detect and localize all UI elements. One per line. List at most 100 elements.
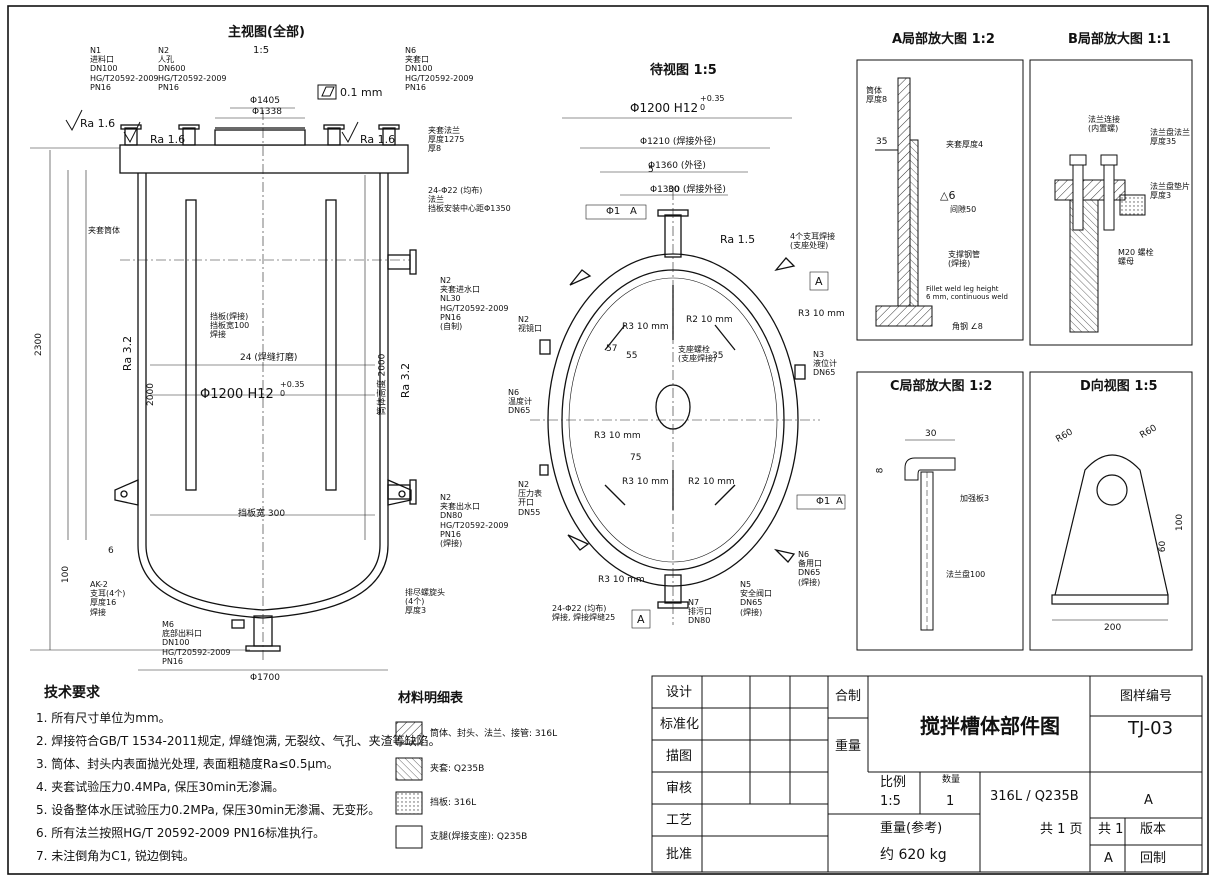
baffle-width-label: 挡板宽 300 (238, 509, 286, 519)
materials-swatches (395, 721, 423, 849)
material-item: 筒体、封头、法兰、接管: 316L (430, 729, 558, 739)
tech-item: 1. 所有尺寸单位为mm。 (36, 711, 171, 725)
material-item: 支腿(焊接支座): Q235B (430, 832, 528, 842)
detail-c-label-2: 法兰盘100 (946, 570, 986, 579)
detail-c-dim-30: 30 (925, 429, 937, 439)
detail-c-dim-8: 8 (875, 467, 886, 474)
lug-label: AK-2 支耳(4个) 厚度16 焊接 (90, 580, 126, 617)
side-n75: 75 (630, 453, 642, 463)
height-2000: 2000 (145, 383, 156, 406)
top-dia-1: Φ1405 (250, 96, 280, 106)
tech-item: 6. 所有法兰按照HG/T 20592-2009 PN16标准执行。 (36, 826, 326, 840)
side-n6-label: N6 温度计 DN65 (508, 388, 532, 416)
radius-3: R3 10 mm (798, 309, 845, 319)
detail-b-frame (1029, 59, 1193, 346)
drain-label: 排尽螺旋头 (4个) 厚度3 (405, 588, 445, 616)
dim-6: 6 (108, 546, 114, 556)
side-n6b-label: N6 备用口 DN65 (焊接) (798, 550, 822, 587)
bolt-hole-label: 24-Φ22 (均布) 法兰 挡板安装中心距Φ1350 (428, 186, 511, 214)
tb-rev: A (1144, 793, 1153, 808)
tb-weight-ref-label: 重量(参考) (880, 821, 943, 836)
main-diameter-tol: +0.35 0 (280, 380, 305, 399)
side-n57: 57 (606, 344, 618, 354)
side-view-title: 待视图 1:5 (650, 63, 717, 78)
weld-width-label: 24 (焊缝打磨) (240, 353, 298, 363)
view-d-dim-60: 60 (1158, 540, 1169, 553)
side-dia-1: Φ1210 (焊接外径) (640, 137, 716, 147)
tb-weight-label: 重量 (835, 739, 862, 754)
roughness-left: Ra 1.6 (80, 117, 116, 130)
tb-design: 设计 (666, 685, 693, 700)
detail-b-title: B局部放大图 1:1 (1068, 32, 1171, 47)
tech-item: 2. 焊接符合GB/T 1534-2011规定, 焊缝饱满, 无裂纹、气孔、夹渣… (36, 734, 441, 748)
material-item: 挡板: 316L (430, 798, 477, 808)
side-view (539, 209, 806, 609)
detail-a-frame (856, 59, 1024, 341)
side-n35: 35 (712, 351, 724, 361)
side-center-label: 支座螺栓 (支座焊接) (678, 345, 717, 364)
tb-sheets: 共 1 页 (1040, 822, 1083, 837)
height-2300: 2300 (33, 333, 44, 356)
side-diameter-tol: +0.35 0 (700, 94, 725, 113)
main-dimensions (30, 107, 388, 671)
side-dia-2: Φ1360 (外径) (648, 161, 706, 171)
tb-scale-value: 1:5 (880, 794, 901, 809)
detail-b-drawing (1054, 154, 1146, 333)
top-dia-2: Φ1338 (252, 107, 282, 117)
roughness-vertical-left: Ra 3.2 (121, 335, 135, 372)
tb-version-label: 版本 (1140, 822, 1167, 837)
tb-sheet-no: 共 1 (1098, 822, 1124, 837)
title-block-grid (651, 675, 1203, 873)
detail-a-weld: △6 (940, 189, 956, 202)
main-view-scale: 1:5 (253, 45, 270, 56)
side-gtol-1: Φ1 (606, 206, 621, 217)
tb-combined: 合制 (835, 689, 862, 704)
main-view (114, 124, 417, 652)
outlet-m6-label: M6 底部出料口 DN100 HG/T20592-2009 PN16 (162, 620, 231, 666)
side-mark-a: A (815, 275, 823, 288)
side-n55: 55 (626, 351, 638, 361)
radius-5: R2 10 mm (688, 477, 735, 487)
view-d-title: D向视图 1:5 (1080, 379, 1158, 394)
tech-item: 7. 未注倒角为C1, 锐边倒钝。 (36, 849, 195, 863)
detail-c-title: C局部放大图 1:2 (890, 379, 993, 394)
baffle-label: 挡板(焊接) 挡板宽100 焊接 (210, 312, 250, 340)
tb-approve: 批准 (666, 847, 693, 862)
main-view-title: 主视图(全部) (228, 25, 305, 40)
side-n4-label: N2 压力表 开口 DN55 (518, 480, 542, 517)
tb-drawing-name: 搅拌槽体部件图 (920, 714, 1060, 738)
nozzle-n2-label: N2 人孔 DN600 HG/T20592-2009 PN16 (158, 46, 227, 92)
tb-weight-value: 约 620 kg (880, 847, 947, 863)
sheet-border (7, 5, 1209, 875)
detail-b-label-4: M20 螺栓 螺母 (1118, 248, 1154, 267)
view-d-drawing (1051, 454, 1169, 621)
materials-title: 材料明细表 (398, 691, 464, 706)
tb-rev2: A (1104, 851, 1113, 866)
tech-item: 5. 设备整体水压试验压力0.2MPa, 保压30min无渗漏、无变形。 (36, 803, 381, 817)
radius-4: R3 10 mm (594, 431, 641, 441)
detail-a-jacket: 夹套厚度4 (946, 140, 984, 149)
side-lugs-label: 4个支耳焊接 (支座处理) (790, 232, 836, 251)
roughness-center: Ra 1.6 (150, 133, 186, 146)
tb-drawing: 描图 (666, 749, 693, 764)
side-n7-label: N7 排污口 DN80 (688, 598, 712, 626)
side-n2-label: N2 视镜口 (518, 315, 542, 334)
dim-100: 100 (61, 565, 72, 584)
tb-qty-value: 1 (946, 794, 955, 809)
side-centerlines (530, 190, 820, 625)
side-datum-1: A (630, 206, 637, 217)
detail-a-title: A局部放大图 1:2 (892, 32, 995, 47)
jacket-flange-label: 夹套法兰 厚度1275 厚8 (428, 126, 465, 154)
view-d-frame (1029, 371, 1193, 651)
material-item: 夹套: Q235B (430, 764, 485, 774)
nozzle-n6-label: N6 夹套口 DN100 HG/T20592-2009 PN16 (405, 46, 474, 92)
side-roughness: Ra 1.5 (720, 233, 756, 246)
detail-a-gap: 间隙50 (950, 205, 977, 214)
detail-b-label-2: 法兰盘法兰 厚度35 (1150, 128, 1190, 147)
bottom-dia: Φ1700 (250, 673, 280, 683)
tb-standard: 标准化 (660, 717, 700, 732)
tb-check: 审核 (666, 781, 693, 796)
detail-a-support: 支撑钢管 (焊接) (948, 250, 980, 269)
detail-a-dim-35: 35 (876, 137, 888, 147)
